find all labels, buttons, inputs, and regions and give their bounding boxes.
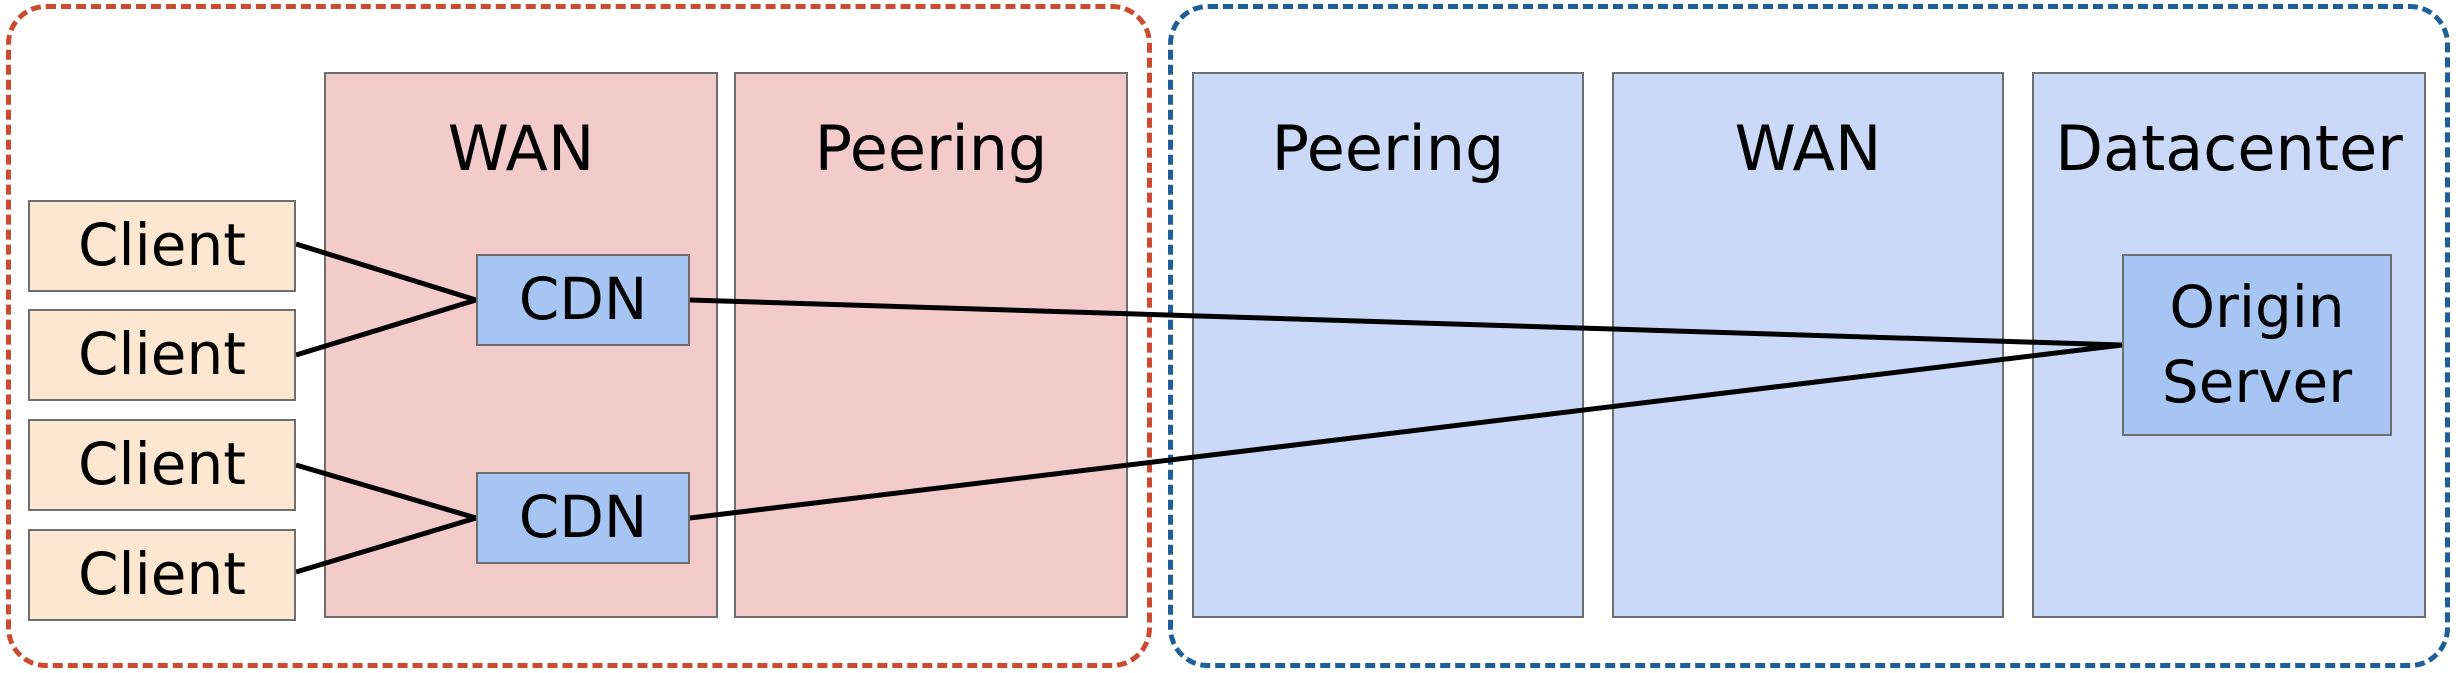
link-client3-cdn2 [295,462,477,521]
link-client2-cdn1 [295,297,477,358]
client-box: Client [28,309,296,401]
zone-right-datacenter-label: Datacenter [2055,112,2403,185]
server-side-region [1168,4,2450,668]
client-box: Client [28,529,296,621]
link-cdn2-origin [689,342,2123,521]
link-client4-cdn2 [295,515,477,575]
zone-left-wan-label: WAN [447,112,595,185]
zone-right-peering: Peering [1192,72,1584,618]
cdn-box: CDN [476,254,690,346]
zone-left-peering: Peering [734,72,1128,618]
origin-server-label-line1: Origin [2169,272,2345,341]
zone-right-wan: WAN [1612,72,2004,618]
link-cdn1-origin [689,297,2123,348]
zone-right-peering-label: Peering [1271,112,1505,185]
origin-server-box: Origin Server [2122,254,2392,436]
link-client1-cdn1 [295,241,477,303]
client-box: Client [28,419,296,511]
zone-right-wan-label: WAN [1734,112,1882,185]
origin-server-label-line2: Server [2161,348,2353,416]
client-box: Client [28,200,296,292]
cdn-box: CDN [476,472,690,564]
client-side-region [6,4,1152,668]
zone-left-peering-label: Peering [814,112,1048,185]
